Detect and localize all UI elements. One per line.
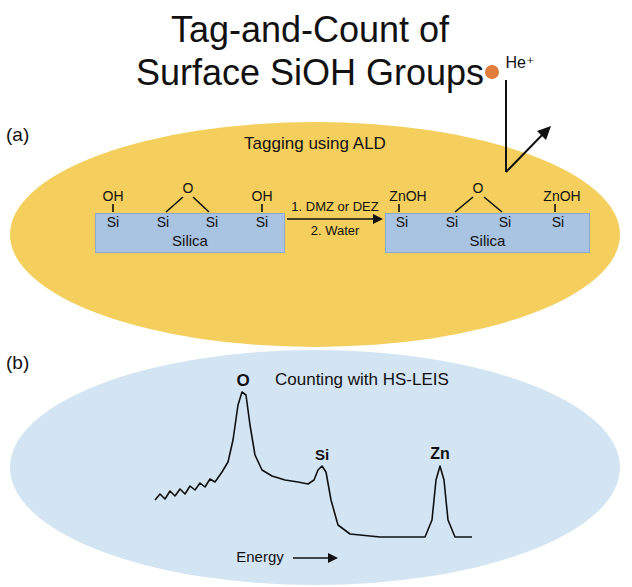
energy-axis-arrow xyxy=(293,557,330,559)
hydroxyl: OH xyxy=(252,188,273,204)
ellipse-fill xyxy=(10,350,620,585)
hydroxyl: OH xyxy=(103,188,124,204)
ion-path xyxy=(506,80,544,172)
title: Tag-and-Count of Surface SiOH Groups xyxy=(120,8,500,94)
energy-arrowhead xyxy=(328,553,338,563)
reaction-arrow xyxy=(287,219,374,220)
bridge-oxygen: O xyxy=(473,180,484,196)
silica-label: Silica xyxy=(470,232,506,249)
silica-label: Silica xyxy=(172,232,208,249)
atom-label: Si xyxy=(499,214,511,230)
reaction-step: 1. DMZ or DEZ xyxy=(291,200,378,215)
peak-label: Si xyxy=(315,446,329,463)
panel-band: (b)Counting with HS-LEIS xyxy=(10,350,620,585)
helium-ion xyxy=(485,65,499,79)
atom-label: Si xyxy=(256,214,268,230)
ion-label: He⁺ xyxy=(506,54,535,72)
panel-letter: (b) xyxy=(6,352,29,374)
ion-arrowhead xyxy=(537,126,551,140)
atom-label: Si xyxy=(396,214,408,230)
ellipse-fill xyxy=(10,122,620,347)
atom-label: Si xyxy=(552,214,564,230)
peak-label: O xyxy=(236,371,249,391)
panel-heading: Tagging using ALD xyxy=(244,134,386,154)
atom-label: Si xyxy=(206,214,218,230)
bridge-oxygen: O xyxy=(183,180,194,196)
arrow-shaft xyxy=(287,218,374,220)
zinc-hydroxyl: ZnOH xyxy=(543,188,580,204)
peak-label: Zn xyxy=(430,445,450,463)
panel-heading: Counting with HS-LEIS xyxy=(275,370,449,390)
reaction-step: 2. Water xyxy=(311,224,360,239)
axis-label: Energy xyxy=(236,548,284,565)
arrowhead xyxy=(373,214,383,224)
atom-label: Si xyxy=(446,214,458,230)
spectrum-trace xyxy=(155,392,472,537)
zinc-hydroxyl: ZnOH xyxy=(389,188,426,204)
panel-letter: (a) xyxy=(6,124,29,146)
atom-label: Si xyxy=(107,214,119,230)
atom-label: Si xyxy=(157,214,169,230)
